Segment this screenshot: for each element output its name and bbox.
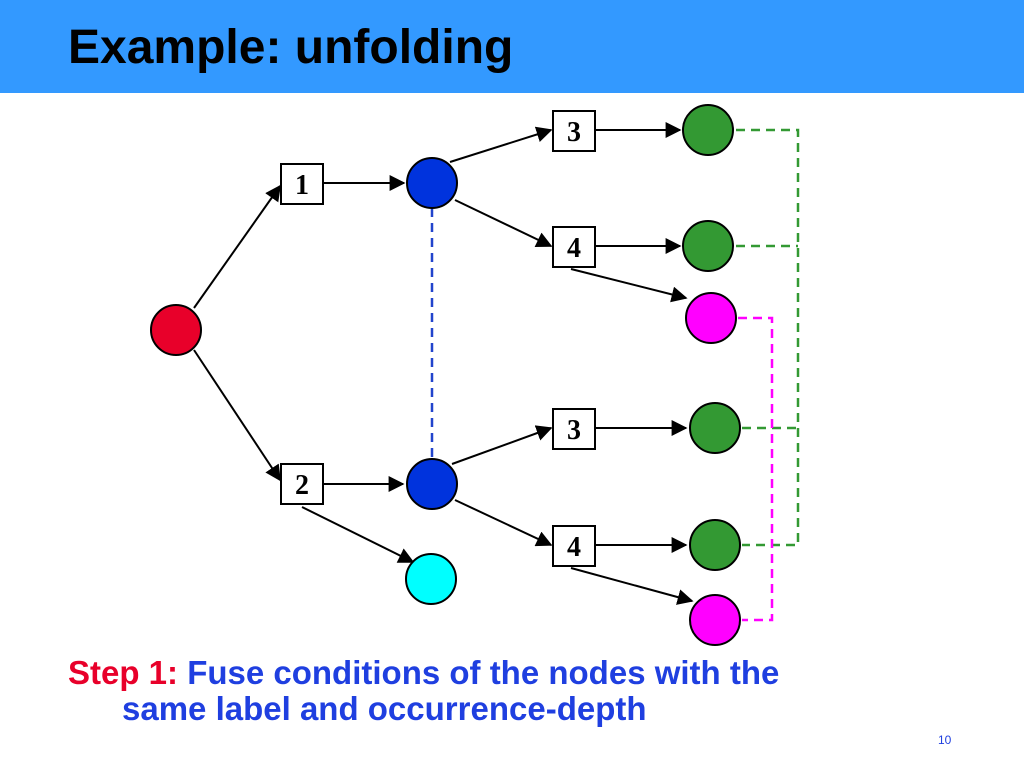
title-bar: Example: unfolding	[0, 0, 1024, 93]
event-box-2	[280, 463, 324, 505]
event-label-3-bottom: 3	[567, 415, 581, 446]
arrow-e4-to-magenta-bot	[570, 567, 694, 605]
step-caption: Step 1: Fuse conditions of the nodes wit…	[68, 655, 968, 727]
magenta-condition-node-2	[689, 594, 741, 646]
arrow-blue-bot-to-e4	[454, 499, 553, 547]
blue-condition-node-top	[406, 157, 458, 209]
event-label-4-top: 4	[567, 233, 581, 264]
page-number: 10	[938, 733, 952, 747]
event-label-1: 1	[295, 170, 309, 201]
event-box-4-top	[552, 226, 596, 268]
green-condition-node-3	[689, 402, 741, 454]
magenta-fusion-dash	[738, 316, 774, 622]
green-condition-node-2	[682, 220, 734, 272]
event-label-3-top: 3	[567, 117, 581, 148]
arrow-blue-top-to-e3	[449, 126, 553, 163]
event-box-3-top	[552, 110, 596, 152]
magenta-condition-node-1	[685, 292, 737, 344]
root-condition-node	[150, 304, 202, 356]
arrow-blue-bot-to-e3	[451, 425, 553, 465]
arrow-e4-to-magenta	[570, 268, 688, 303]
event-label-4-bottom: 4	[567, 532, 581, 563]
blue-condition-node-bottom	[406, 458, 458, 510]
cyan-condition-node	[405, 553, 457, 605]
slide-title: Example: unfolding	[68, 21, 514, 74]
arrow-root-to-e1	[193, 184, 281, 309]
green-condition-node-1	[682, 104, 734, 156]
step-label: Step 1:	[68, 654, 179, 691]
event-box-3-bottom	[552, 408, 596, 450]
arrow-blue-top-to-e4	[454, 199, 553, 247]
event-box-1	[280, 163, 324, 205]
green-fusion-dash	[736, 128, 800, 547]
step-text-line1: Fuse conditions of the nodes with the	[187, 654, 780, 691]
event-box-4-bottom	[552, 525, 596, 567]
event-label-2: 2	[295, 470, 309, 501]
arrow-e2-to-cyan	[301, 506, 415, 563]
step-text-line2: same label and occurrence-depth	[122, 690, 647, 727]
arrow-root-to-e2	[193, 349, 281, 482]
green-condition-node-4	[689, 519, 741, 571]
